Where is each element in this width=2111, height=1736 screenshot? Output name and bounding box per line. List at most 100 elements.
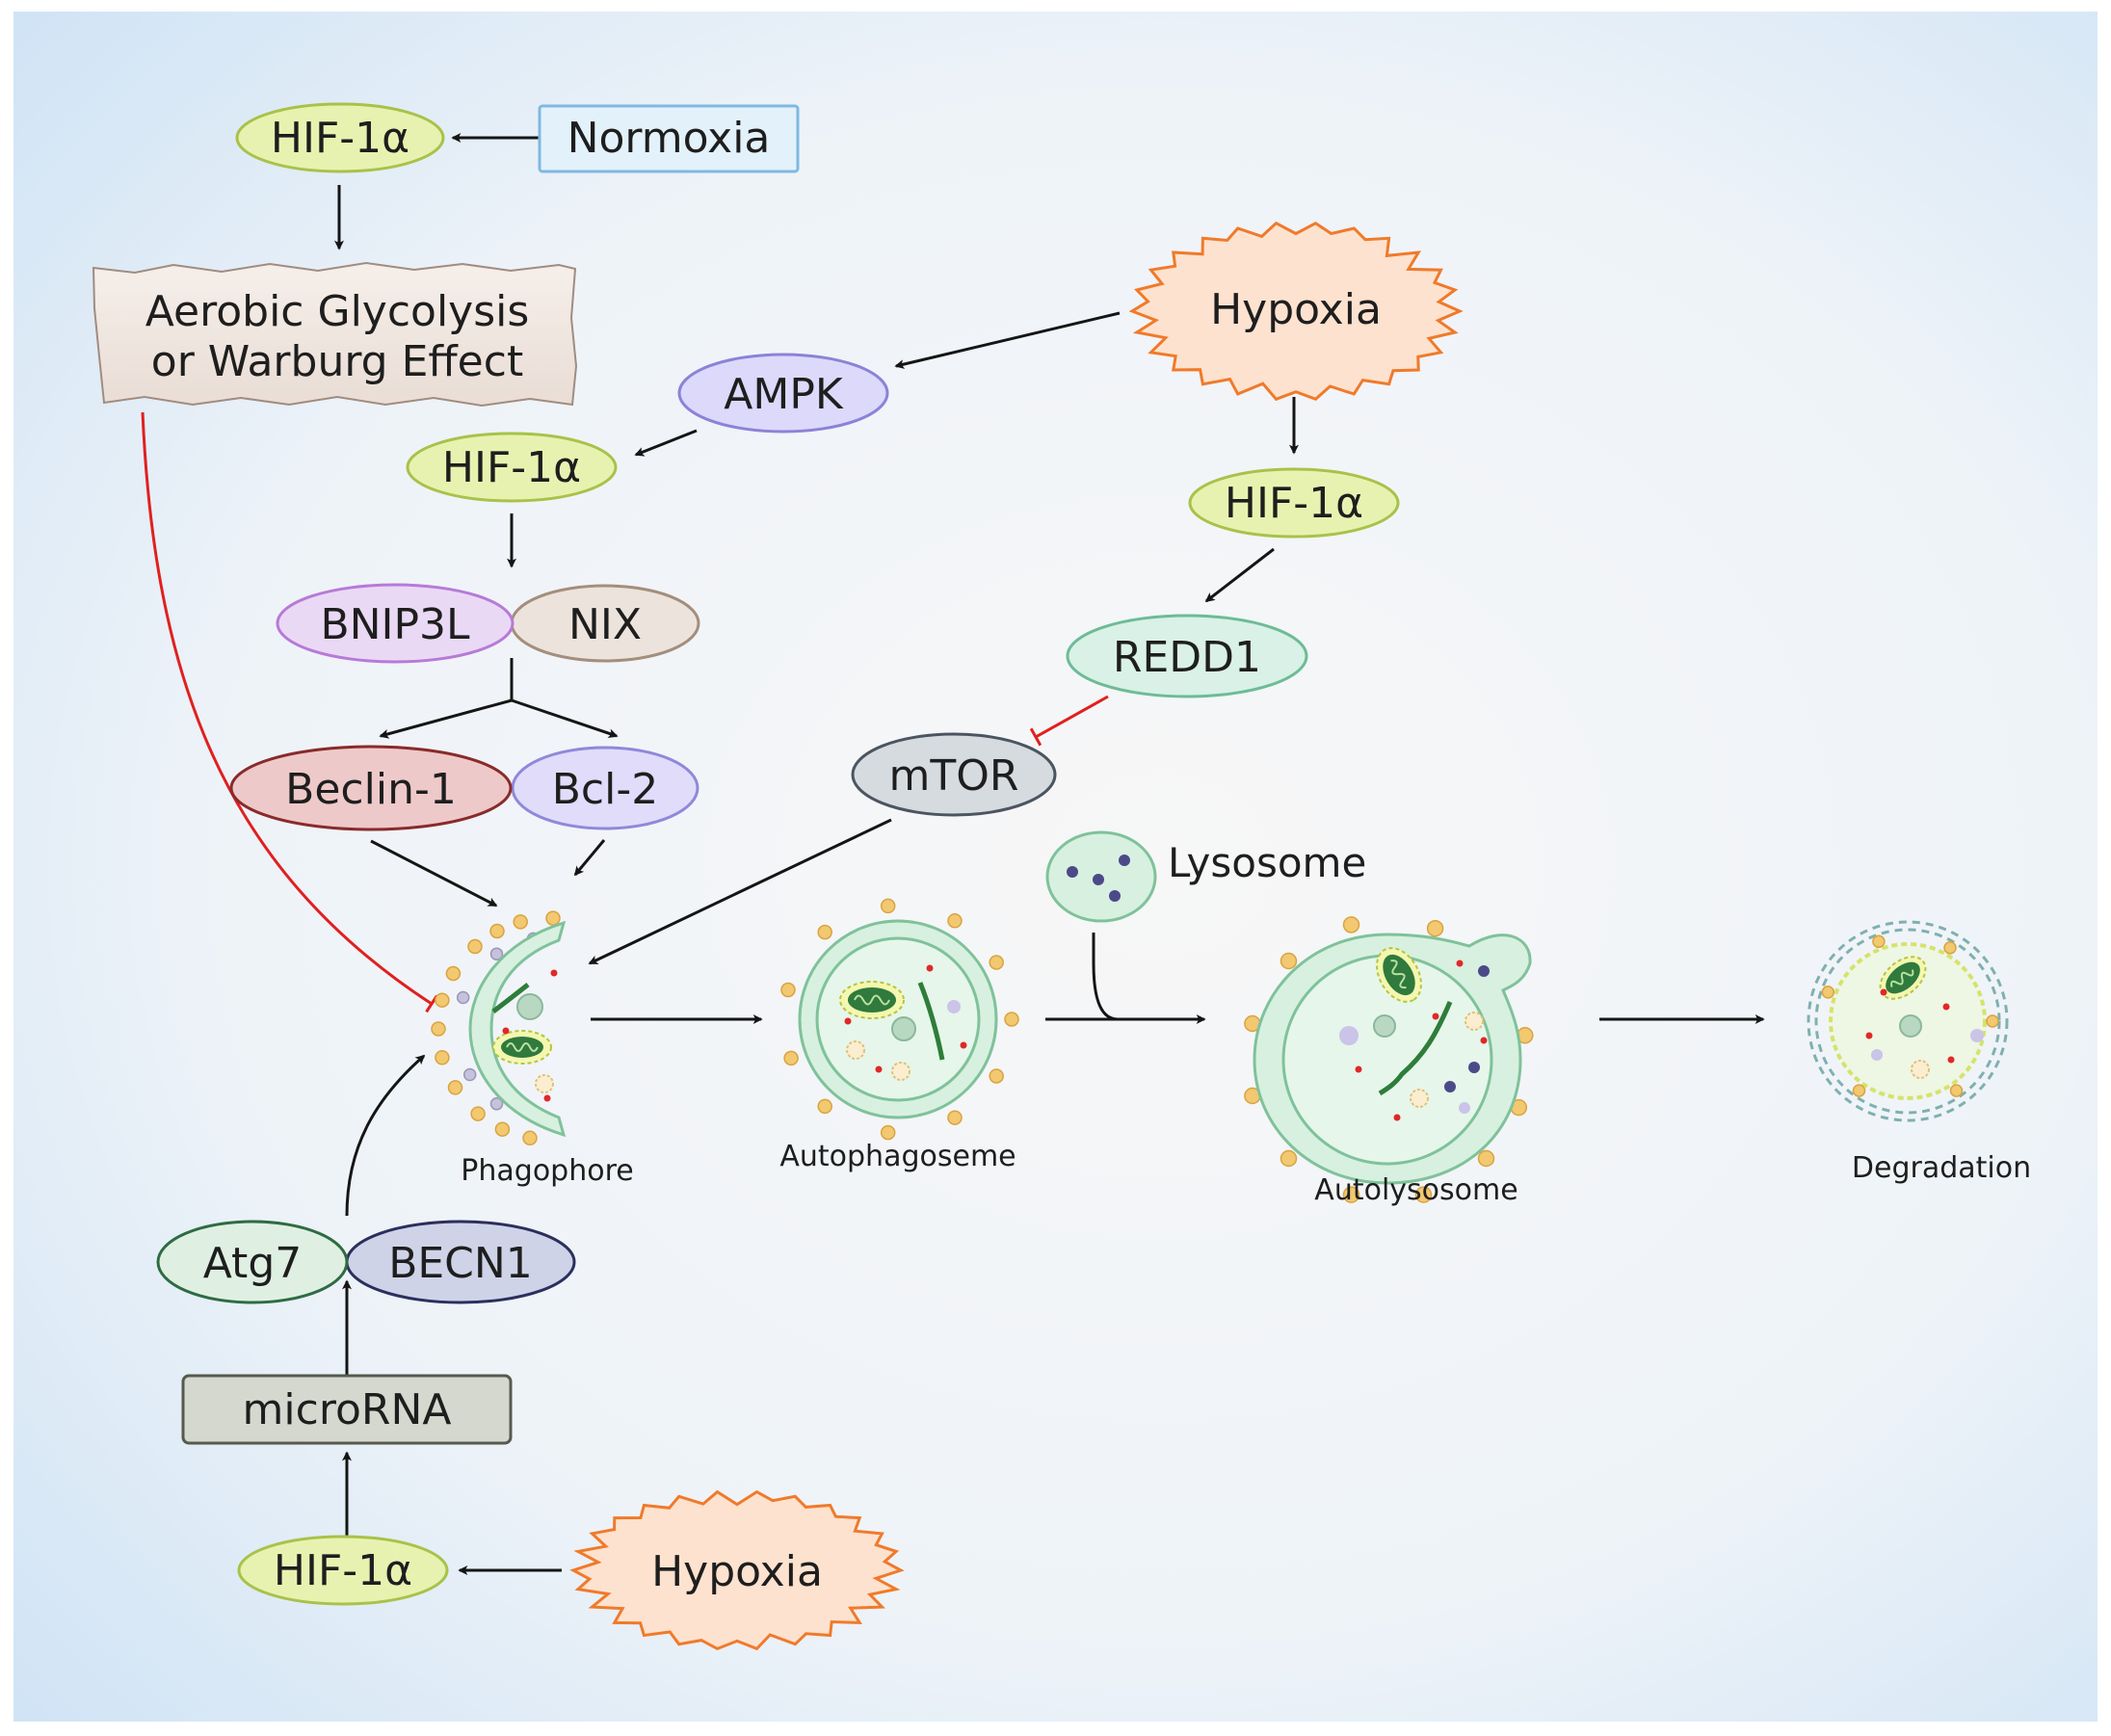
autophagosome-red-dot bbox=[960, 1041, 967, 1049]
surface-bead bbox=[1342, 916, 1360, 934]
microrna-label: microRNA bbox=[243, 1385, 452, 1434]
autolysosome-mitochondrion bbox=[1376, 947, 1422, 1003]
phagophore-cargo-droplet bbox=[535, 1074, 554, 1093]
autophagosome-lilac-dot bbox=[947, 1000, 961, 1013]
autolysosome-illustration: Autolysosome bbox=[1244, 916, 1534, 1207]
autophagosome-surface-beads bbox=[780, 898, 1019, 1141]
aerobic-line2-label: or Warburg Effect bbox=[151, 337, 523, 386]
autophagosome-cargo-filament bbox=[917, 982, 945, 1061]
phagophore-membrane bbox=[468, 920, 567, 1138]
redd1-shape bbox=[1066, 614, 1308, 698]
bnip3l-label: BNIP3L bbox=[320, 600, 470, 649]
phagophore-cargo-filament bbox=[491, 983, 530, 1013]
arrow-atg7-to-phagophore bbox=[345, 1054, 426, 1217]
surface-bead bbox=[489, 923, 505, 939]
degradation-outer-membrane bbox=[1807, 920, 2009, 1122]
phagophore-cargo-vesicle bbox=[516, 993, 543, 1020]
surface-bead bbox=[1477, 1149, 1495, 1168]
autolysosome-cargo-filament bbox=[1378, 1001, 1453, 1096]
arrow-mtor-to-phagophore bbox=[588, 818, 892, 965]
arrow-hif-to-redd1 bbox=[1204, 547, 1275, 603]
autolysosome-red-dot bbox=[1355, 1065, 1362, 1073]
surface-bead bbox=[1004, 1012, 1019, 1027]
bnip3l-nix-complex: BNIP3L NIX bbox=[276, 583, 700, 664]
degradation-red-dot bbox=[1947, 1056, 1955, 1064]
redd1-node: REDD1 bbox=[1066, 614, 1308, 698]
arrows bbox=[141, 133, 1765, 1575]
nix-label: NIX bbox=[568, 600, 642, 649]
surface-bead bbox=[435, 1050, 450, 1065]
bcl2-label: Bcl-2 bbox=[552, 765, 658, 814]
arrow-bcl2-to-phagophore bbox=[573, 839, 606, 877]
aerobic-glycolysis-node: Aerobic Glycolysis or Warburg Effect bbox=[92, 261, 578, 408]
hif-hypoxia-label: HIF-1α bbox=[1225, 479, 1363, 528]
arrow-to-beclin1 bbox=[379, 698, 513, 739]
surface-bead bbox=[494, 1121, 511, 1137]
surface-bead bbox=[1280, 952, 1298, 970]
autophagosome-cargo-droplet bbox=[891, 1062, 910, 1081]
hif-hypoxia-shape bbox=[1188, 467, 1400, 539]
surface-bead bbox=[456, 990, 470, 1005]
surface-bead bbox=[817, 1098, 832, 1115]
inhibition-redd1-to-mtor bbox=[1029, 695, 1109, 747]
surface-bead bbox=[447, 1080, 463, 1095]
redd1-label: REDD1 bbox=[1113, 633, 1261, 682]
surface-bead bbox=[817, 924, 832, 940]
arrow-to-bcl2 bbox=[511, 698, 619, 739]
lysosome-enzyme-dot bbox=[1067, 866, 1078, 878]
beclin1-shape bbox=[229, 745, 513, 831]
surface-bead bbox=[1821, 986, 1835, 999]
autolysosome-red-dot bbox=[1480, 1037, 1488, 1044]
autophagosome-red-dot bbox=[875, 1065, 883, 1073]
microrna-shape bbox=[181, 1374, 513, 1445]
autolysosome-cargo-vesicle bbox=[1373, 1014, 1396, 1038]
surface-bead bbox=[489, 1097, 504, 1111]
surface-bead bbox=[783, 1050, 799, 1066]
normoxia-node: Normoxia bbox=[538, 104, 800, 173]
arrow-beclin1-to-phagophore bbox=[370, 839, 498, 907]
autophagosome-label: Autophagoseme bbox=[779, 1140, 1016, 1173]
hif-normoxia-label: HIF-1α bbox=[271, 114, 409, 163]
autolysosome-cargo-droplet bbox=[1410, 1089, 1429, 1108]
autolysosome-enzyme-dot bbox=[1478, 965, 1490, 977]
surface-bead bbox=[1342, 1186, 1360, 1203]
autophagosome-red-dot bbox=[926, 964, 934, 972]
degradation-surface-beads bbox=[1821, 934, 1999, 1097]
degradation-red-dot bbox=[1865, 1032, 1873, 1039]
phagophore-red-dot bbox=[543, 1094, 551, 1102]
arrow-hypoxia-to-ampk bbox=[894, 311, 1121, 369]
ampk-shape bbox=[677, 353, 889, 434]
phagophore-red-dot bbox=[550, 969, 558, 977]
hypoxia-bottom-shape bbox=[569, 1489, 905, 1651]
mtor-node: mTOR bbox=[851, 732, 1057, 817]
surface-bead bbox=[989, 1068, 1004, 1084]
degradation-label: Degradation bbox=[1852, 1151, 2031, 1185]
degradation-mitochondrion bbox=[1879, 956, 1927, 1000]
surface-bead bbox=[880, 1124, 896, 1141]
autolysosome-label: Autolysosome bbox=[1314, 1173, 1517, 1207]
lysosome-enzyme-dot bbox=[1093, 874, 1104, 885]
degradation-cargo-vesicle bbox=[1899, 1014, 1922, 1038]
phagophore-illustration: Phagophore bbox=[431, 910, 634, 1188]
beclin1-label: Beclin-1 bbox=[285, 765, 457, 814]
hif-hypoxia-node: HIF-1α bbox=[1188, 467, 1400, 539]
surface-bead bbox=[435, 992, 450, 1008]
surface-bead bbox=[947, 913, 963, 929]
surface-bead bbox=[513, 914, 528, 930]
atg7-label: Atg7 bbox=[203, 1239, 303, 1288]
surface-bead bbox=[489, 947, 504, 960]
surface-bead bbox=[470, 1106, 486, 1121]
degradation-lilac-dot bbox=[1871, 1049, 1883, 1061]
degradation-illustration: Degradation bbox=[1807, 920, 2031, 1185]
surface-bead bbox=[1426, 919, 1444, 937]
hif-bottom-shape bbox=[237, 1535, 449, 1606]
degradation-red-dot bbox=[1880, 988, 1887, 996]
hypoxia-top-shape bbox=[1128, 221, 1464, 402]
phagophore-mitochondrion bbox=[492, 1030, 552, 1065]
surface-bead bbox=[989, 955, 1004, 970]
hif-bottom-label: HIF-1α bbox=[274, 1546, 412, 1595]
surface-bead bbox=[1280, 1149, 1298, 1168]
microrna-node: microRNA bbox=[181, 1374, 513, 1445]
